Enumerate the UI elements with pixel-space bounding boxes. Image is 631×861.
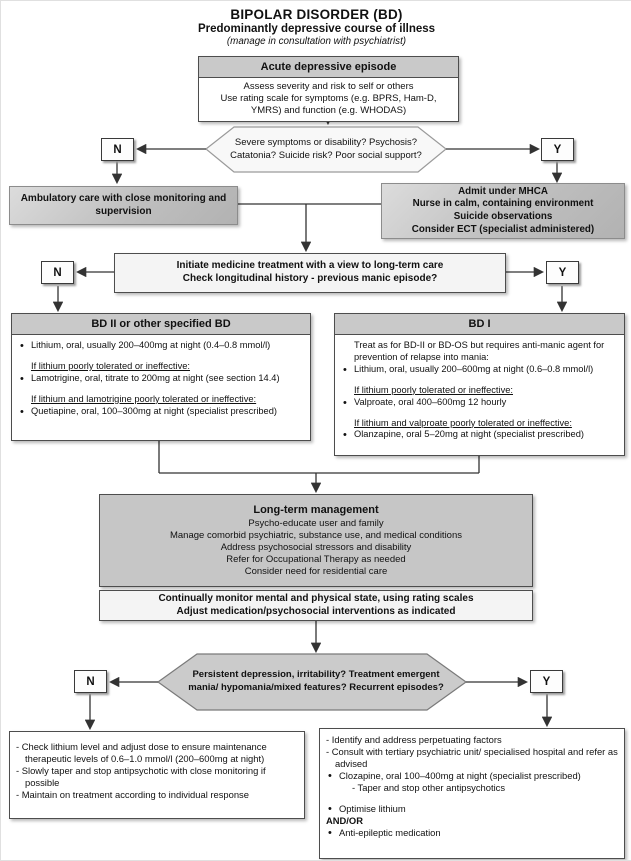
- decision1-text: Severe symptoms or disability? Psychosis…: [230, 137, 422, 161]
- text-line: If lithium and valproate poorly tolerate…: [354, 417, 572, 428]
- text-line: - Identify and address perpetuating fact…: [326, 734, 502, 745]
- decision2-yes-box: Y: [530, 670, 563, 693]
- text-line: Nurse in calm, containing environment: [412, 198, 594, 210]
- text-line: Admit under MHCA: [458, 185, 548, 197]
- longterm-box: Long-term management Psycho-educate user…: [99, 494, 533, 587]
- decision2-text: Persistent depression, irritability? Tre…: [188, 669, 444, 693]
- text-line: - Check lithium level and adjust dose to…: [16, 741, 267, 765]
- text-line: Address psychosocial stressors and disab…: [220, 541, 412, 553]
- text-line: Optimise lithium: [326, 802, 618, 816]
- text-line: - Taper and stop other antipsychotics: [352, 782, 506, 794]
- bd1-header: BD I: [335, 314, 624, 336]
- text-line: Continually monitor mental and physical …: [158, 592, 474, 604]
- text-line: Lithium, oral, usually 200–600mg at nigh…: [341, 363, 618, 377]
- text-line: If lithium poorly tolerated or ineffecti…: [31, 360, 190, 371]
- text-line: Treat as for BD-II or BD-OS but requires…: [354, 340, 605, 362]
- text-line: Suicide observations: [453, 211, 553, 222]
- text-line: Use rating scale for symptoms (e.g. BPRS…: [220, 93, 437, 117]
- text-line: Olanzapine, oral 5–20mg at night (specia…: [341, 428, 618, 442]
- decision1-yes-box: Y: [541, 138, 574, 161]
- longterm-title: Long-term management: [253, 503, 379, 516]
- text-line: AND/OR: [326, 815, 363, 827]
- text-line: Refer for Occupational Therapy as needed: [226, 554, 406, 566]
- title-block: BIPOLAR DISORDER (BD) Predominantly depr…: [1, 7, 631, 47]
- bd2-box: BD II or other specified BD Lithium, ora…: [11, 313, 311, 441]
- acute-episode-header: Acute depressive episode: [199, 57, 458, 79]
- text-line: - Slowly taper and stop antipsychotic wi…: [16, 765, 266, 789]
- acute-episode-box: Acute depressive episode Assess severity…: [198, 56, 459, 122]
- text-line: Lamotrigine, oral, titrate to 200mg at n…: [18, 372, 304, 386]
- initiate-yes-box: Y: [546, 261, 579, 284]
- outcome-yes-body: - Identify and address perpetuating fact…: [320, 729, 624, 844]
- text-line: Adjust medication/psychosocial intervent…: [176, 605, 456, 617]
- decision1-no-box: N: [101, 138, 134, 161]
- text-line: Consider need for residential care: [244, 566, 388, 578]
- outcome-yes-box: - Identify and address perpetuating fact…: [319, 728, 625, 859]
- decision2-no-box: N: [74, 670, 107, 693]
- text-line: If lithium and lamotrigine poorly tolera…: [31, 393, 257, 404]
- text-line: Clozapine, oral 100–400mg at night (spec…: [326, 769, 618, 783]
- ambulatory-care-box: Ambulatory care with close monitoring an…: [9, 186, 238, 225]
- text-line: - Consult with tertiary psychiatric unit…: [326, 746, 618, 770]
- text-line: - Maintain on treatment according to ind…: [16, 789, 249, 801]
- text-line: Psycho-educate user and family: [248, 517, 384, 529]
- initiate-no-box: N: [41, 261, 74, 284]
- text-line: Lithium, oral, usually 200–400mg at nigh…: [18, 339, 304, 353]
- text-line: Initiate medicine treatment with a view …: [176, 260, 444, 272]
- bd2-header: BD II or other specified BD: [12, 314, 310, 336]
- text-line: Manage comorbid psychiatric, substance u…: [169, 529, 463, 541]
- bd2-body: Lithium, oral, usually 200–400mg at nigh…: [12, 335, 310, 422]
- bd1-box: BD I Treat as for BD-II or BD-OS but req…: [334, 313, 625, 456]
- monitor-box: Continually monitor mental and physical …: [99, 590, 533, 621]
- page-subtitle: Predominantly depressive course of illne…: [197, 23, 436, 35]
- bd1-body: Treat as for BD-II or BD-OS but requires…: [335, 335, 624, 446]
- text-line: Anti-epileptic medication: [326, 826, 618, 840]
- text-line: Valproate, oral 400–600mg 12 hourly: [341, 396, 618, 410]
- text-line: Quetiapine, oral, 100–300mg at night (sp…: [18, 405, 304, 419]
- acute-episode-body: Assess severity and risk to self or othe…: [199, 78, 458, 120]
- initiate-treatment-box: Initiate medicine treatment with a view …: [114, 253, 506, 293]
- text-line: If lithium poorly tolerated or ineffecti…: [354, 384, 513, 395]
- text-line: Consider ECT (specialist administered): [411, 223, 595, 235]
- page-title: BIPOLAR DISORDER (BD): [230, 7, 403, 22]
- text-line: Check longitudinal history - previous ma…: [182, 273, 438, 284]
- outcome-no-box: - Check lithium level and adjust dose to…: [9, 731, 305, 819]
- outcome-no-body: - Check lithium level and adjust dose to…: [10, 732, 304, 806]
- page-note: (manage in consultation with psychiatris…: [226, 36, 407, 47]
- text-line: Assess severity and risk to self or othe…: [243, 81, 414, 93]
